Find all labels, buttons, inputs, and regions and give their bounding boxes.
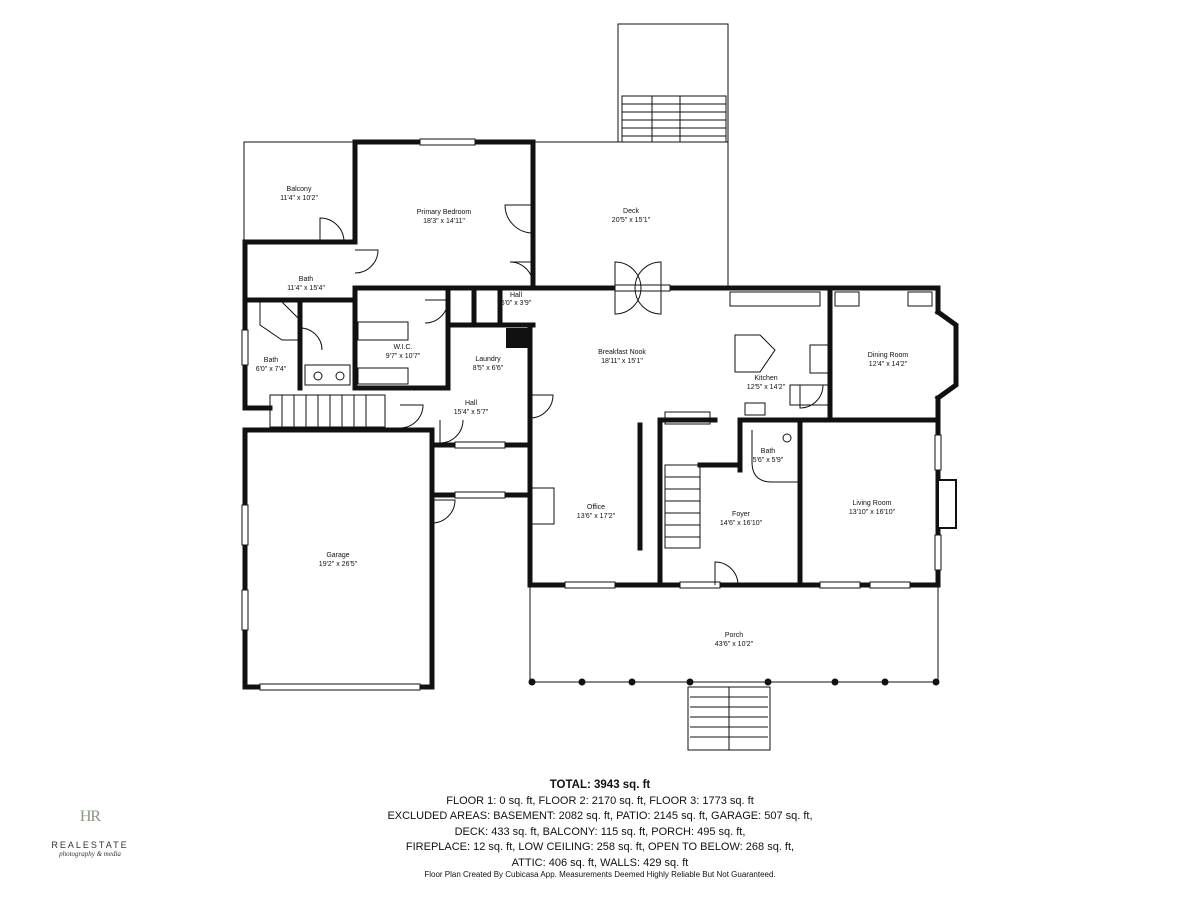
room-name: Laundry [475,356,501,363]
room-name: Primary Bedroom [417,209,472,216]
room-name: Porch [725,632,743,639]
room-dims: 12'4" x 14'2" [869,361,908,368]
room-dims: 5'0" x 3'9" [501,300,532,307]
room-name: Hall [510,292,523,299]
porch-outline [528,585,940,751]
room-dims: 11'4" x 10'2" [280,195,318,202]
logo-tagline: photography & media [59,850,121,858]
room-name: Foyer [732,511,751,518]
room-dims: 12'5" x 14'2" [747,384,786,391]
room-name: Office [587,504,605,511]
credit-note: Floor Plan Created By Cubicasa App. Meas… [424,870,776,879]
room-dims: 18'11" x 15'1" [601,358,643,365]
summary-line: FLOOR 1: 0 sq. ft, FLOOR 2: 2170 sq. ft,… [446,794,754,807]
summary-line: EXCLUDED AREAS: BASEMENT: 2082 sq. ft, P… [387,810,813,822]
doors [299,204,824,586]
total-area: TOTAL: 3943 sq. ft [549,779,651,791]
room-dims: 20'5" x 15'1" [612,217,651,224]
summary-line: ATTIC: 406 sq. ft, WALLS: 429 sq. ft [511,856,689,869]
room-labels: Balcony 11'4" x 10'2" Primary Bedroom 18… [256,186,909,648]
room-dims: 8'5" x 6'6" [473,365,504,372]
room-name: Dining Room [868,352,909,359]
logo-mark: HR [79,808,101,825]
windows [241,138,942,691]
room-name: Bath [299,276,314,283]
summary-line: FIREPLACE: 12 sq. ft, LOW CEILING: 258 s… [405,841,795,853]
room-name: Garage [326,552,349,559]
company-logo: HR REALESTATE photography & media [30,808,150,858]
fireplaces [506,328,957,529]
interior-stairs [269,394,711,549]
room-name: Breakfast Nook [598,349,646,356]
room-dims: 18'3" x 14'11" [423,218,465,225]
logo-wordmark: REALESTATE [51,840,129,850]
room-name: Deck [623,208,639,215]
deck-outline [533,141,729,288]
room-dims: 13'6" x 17'2" [577,513,616,520]
kitchen-fixtures [729,291,933,416]
room-dims: 43'6" x 10'2" [715,641,754,648]
area-summary: TOTAL: 3943 sq. ft FLOOR 1: 0 sq. ft, FL… [300,778,900,871]
room-dims: 15'4" x 5'7" [454,409,489,416]
room-dims: 14'6" x 16'10" [720,520,763,527]
room-name: Kitchen [754,375,777,382]
room-name: Balcony [287,186,312,193]
room-dims: 13'10" x 16'10" [849,509,896,516]
room-name: Bath [761,448,776,455]
room-dims: 9'7" x 10'7" [386,353,421,360]
rear-stairs [617,23,729,143]
summary-line: DECK: 433 sq. ft, BALCONY: 115 sq. ft, P… [454,825,746,838]
walls [242,139,959,690]
room-name: Hall [465,400,478,407]
bath-fixtures [259,301,798,483]
room-dims: 5'6" x 5'9" [753,457,784,464]
floor-plan: Balcony 11'4" x 10'2" Primary Bedroom 18… [241,23,959,751]
room-dims: 19'2" x 26'5" [319,561,358,568]
room-dims: 6'0" x 7'4" [256,366,287,373]
room-dims: 11'4" x 15'4" [287,285,325,292]
room-name: W.I.C. [393,344,412,351]
room-name: Bath [264,357,279,364]
room-name: Living Room [853,500,892,507]
